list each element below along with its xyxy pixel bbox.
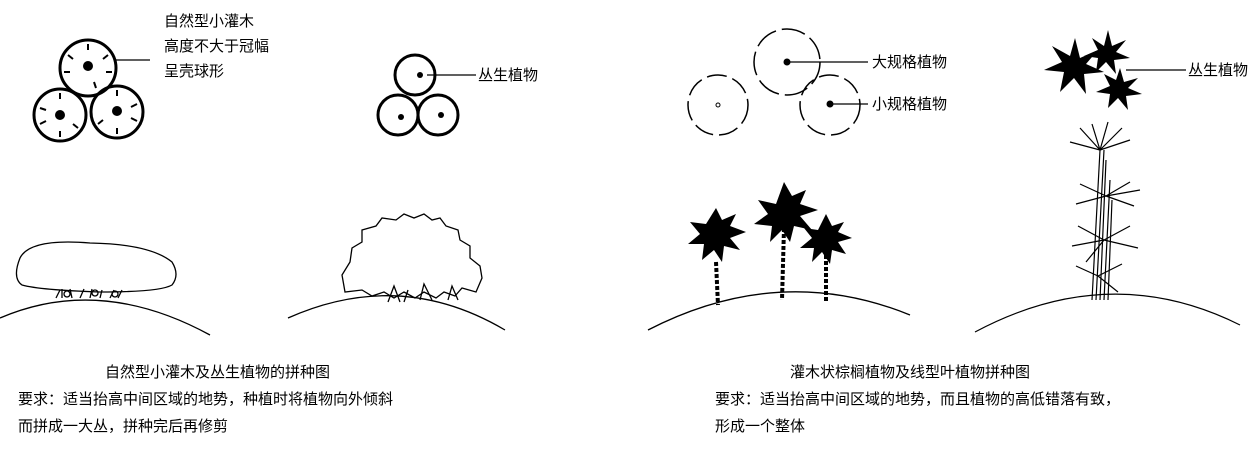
shrub-plan-symbol <box>32 38 145 143</box>
clump-elevation <box>287 213 506 331</box>
small-plant-center <box>715 102 721 108</box>
clump-plan-symbol <box>376 53 460 137</box>
shrub-note-line-1: 自然型小灌木 <box>164 12 254 30</box>
right-caption-line-1: 要求：适当抬高中间区域的地势，而且植物的高低错落有致， <box>715 390 1120 408</box>
large-plant-label: 大规格植物 <box>872 53 947 71</box>
linear-leaf-clump-symbol <box>1044 30 1142 110</box>
shrub-note-line-2: 高度不大于冠幅 <box>164 37 269 55</box>
shrub-elevation <box>0 241 211 336</box>
left-caption-line-1: 要求：适当抬高中间区域的地势，种植时将植物向外倾斜 <box>18 390 393 408</box>
shrub-note-line-3: 呈壳球形 <box>164 62 224 80</box>
linear-leaf-elevation <box>974 121 1241 333</box>
left-caption-title: 自然型小灌木及丛生植物的拼种图 <box>105 363 330 381</box>
small-plant-label: 小规格植物 <box>872 95 947 113</box>
small-plant-symbol <box>687 74 861 136</box>
right-clump-label: 丛生植物 <box>1188 61 1248 79</box>
left-clump-label: 丛生植物 <box>478 66 538 84</box>
left-caption-line-2: 而拼成一大丛，拼种完后再修剪 <box>18 417 228 435</box>
palm-elevation <box>647 182 911 331</box>
right-caption-title: 灌木状棕榈植物及线型叶植物拼种图 <box>790 363 1030 381</box>
right-caption-line-2: 形成一个整体 <box>715 417 805 435</box>
